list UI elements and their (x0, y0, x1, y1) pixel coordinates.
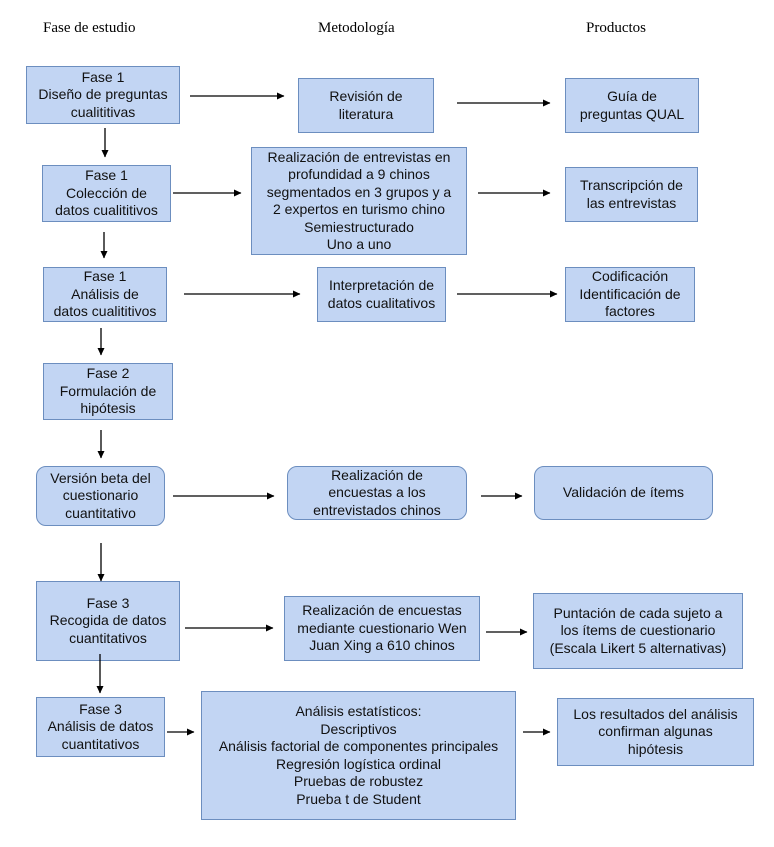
phase-box-6: Fase 3 Recogida de datos cuantitativos (36, 581, 180, 661)
methodology-box-1: Revisión de literatura (298, 78, 434, 133)
header-methodology: Metodología (318, 20, 395, 36)
methodology-box-6: Realización de encuestas mediante cuesti… (284, 596, 480, 661)
phase-box-2: Fase 1 Colección de datos cualititivos (42, 165, 171, 222)
product-box-7: Los resultados del análisis confirman al… (557, 698, 754, 766)
header-products: Productos (586, 20, 646, 36)
product-box-6: Puntación de cada sujeto a los ítems de … (533, 593, 743, 669)
product-box-2: Transcripción de las entrevistas (565, 167, 698, 222)
phase-box-5: Versión beta del cuestionario cuantitati… (36, 466, 165, 526)
phase-box-3: Fase 1 Análisis de datos cualititivos (43, 267, 167, 322)
methodology-box-3: Interpretación de datos cualitativos (317, 267, 446, 322)
phase-box-7: Fase 3 Análisis de datos cuantitativos (36, 697, 165, 757)
product-box-1: Guía de preguntas QUAL (565, 78, 699, 133)
product-box-3: Codificación Identificación de factores (565, 267, 695, 322)
methodology-box-7: Análisis estatísticos: Descriptivos Anál… (201, 691, 516, 820)
header-phase: Fase de estudio (43, 20, 136, 36)
methodology-box-2: Realización de entrevistas en profundida… (251, 147, 467, 255)
phase-box-4: Fase 2 Formulación de hipótesis (43, 363, 173, 420)
phase-box-1: Fase 1 Diseño de preguntas cualititivas (26, 66, 180, 124)
methodology-box-5: Realización de encuestas a los entrevist… (287, 466, 467, 520)
product-box-5: Validación de ítems (534, 466, 713, 520)
